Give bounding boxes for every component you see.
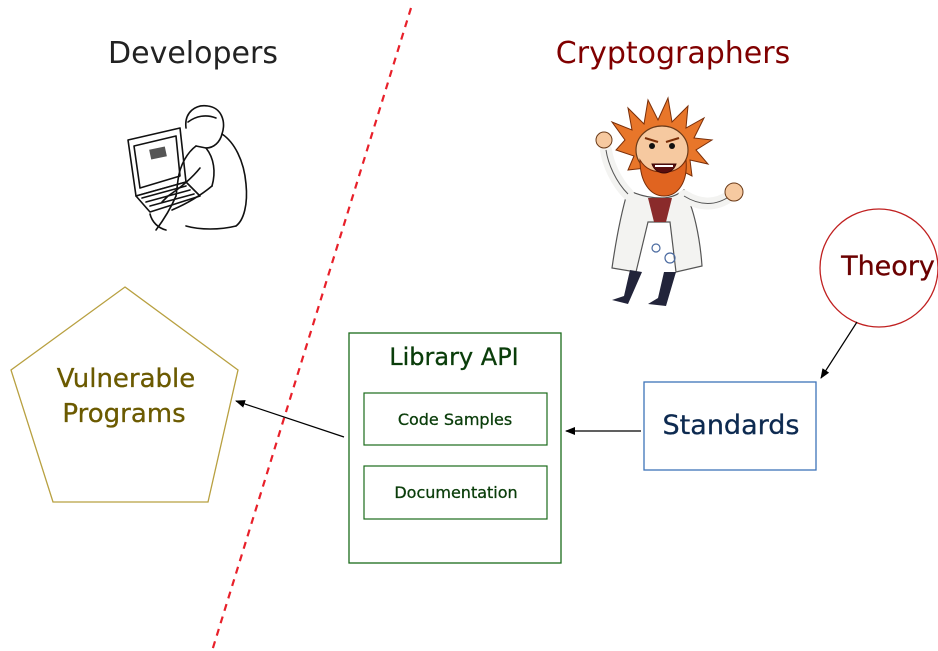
code-samples-label: Code Samples (398, 410, 512, 429)
documentation-box (363, 465, 548, 520)
cryptographers-heading: Cryptographers (556, 36, 790, 71)
standards-node: Standards (643, 381, 817, 471)
standards-label: Standards (663, 410, 800, 441)
vulnerable-programs-line1: Vulnerable (57, 364, 196, 394)
vulnerable-programs-node: Vulnerable Programs (10, 286, 239, 503)
documentation-label: Documentation (394, 483, 517, 502)
vulnerable-programs-line2: Programs (62, 399, 185, 429)
library-api-box (348, 332, 562, 564)
code-samples-box (363, 392, 548, 446)
library-api-node: Library API Code Samples Documentation (348, 332, 562, 564)
developers-heading: Developers (108, 36, 278, 71)
scientist-illustration (595, 96, 744, 306)
theory-node: Theory (819, 208, 938, 328)
divider-line (210, 7, 413, 651)
developer-illustration (127, 104, 248, 231)
arrow-theory-to-standards (820, 321, 858, 379)
vulnerable-programs-pentagon (10, 286, 239, 503)
library-api-title: Library API (389, 343, 519, 371)
standards-box (643, 381, 817, 471)
arrow-library-to-programs (235, 400, 345, 438)
theory-circle (819, 208, 938, 328)
theory-label: Theory (840, 251, 935, 282)
